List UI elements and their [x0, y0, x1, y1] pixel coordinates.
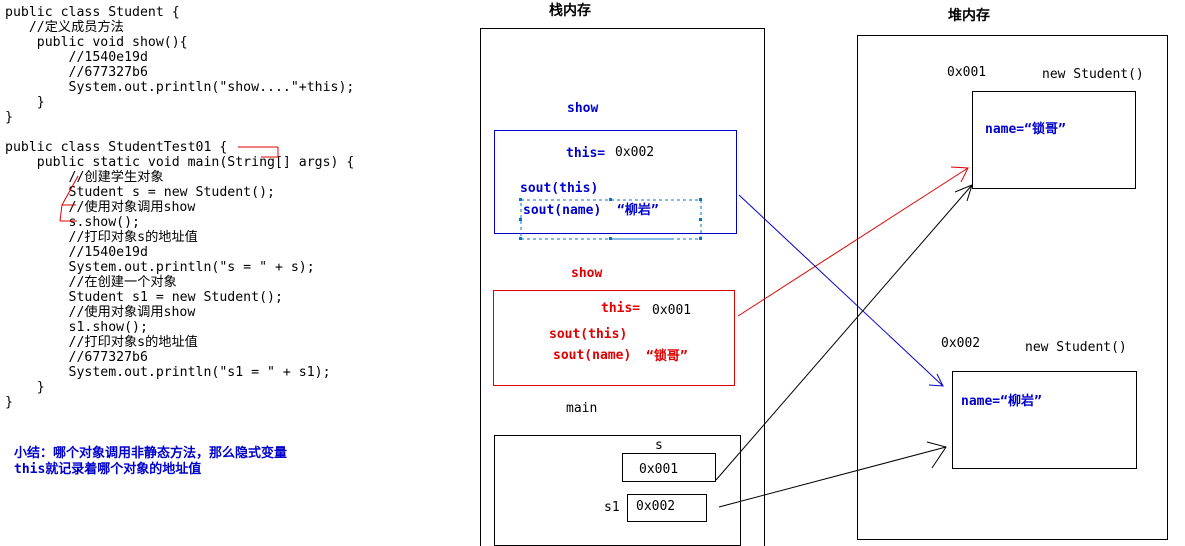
code-line: //1540e19d — [5, 50, 148, 65]
code-line: System.out.println("show...."+this); — [5, 80, 355, 95]
code-line: //使用对象调用show — [5, 200, 196, 215]
arrow-s1-to-obj2 — [718, 446, 947, 508]
var-s1-value: 0x002 — [636, 499, 676, 514]
heap-memory-box — [857, 35, 1168, 540]
show-frame-blue-label: show — [567, 101, 599, 116]
code-listing: public class Student { //定义成员方法 public v… — [5, 5, 354, 410]
code-line: Student s = new Student(); — [5, 185, 275, 200]
heap-title: 堆内存 — [948, 8, 990, 24]
heap-obj1-label: new Student() — [1042, 67, 1144, 82]
code-line: } — [5, 110, 13, 125]
code-line: //创建学生对象 — [5, 170, 164, 185]
code-line: System.out.println("s1 = " + s1); — [5, 365, 331, 380]
sout-name-blue: sout(name) — [523, 203, 602, 218]
heap-obj1-field: name=“锁哥” — [985, 122, 1066, 137]
summary-line-1: 小结：哪个对象调用非静态方法，那么隐式变量 — [14, 446, 288, 461]
heap-obj1-box — [972, 91, 1136, 189]
stack-title: 栈内存 — [549, 3, 591, 19]
code-line: //在创建一个对象 — [5, 275, 177, 290]
sout-this-blue: sout(this) — [520, 181, 599, 196]
main-frame-label: main — [566, 401, 598, 416]
show-frame-red-label: show — [571, 266, 603, 281]
code-line: //1540e19d — [5, 245, 148, 260]
var-s-box — [622, 453, 716, 482]
stack-memory-box — [480, 28, 765, 546]
code-line: Student s1 = new Student(); — [5, 290, 283, 305]
var-s1-box — [627, 494, 707, 522]
this-value-red: 0x001 — [652, 303, 692, 318]
heap-obj2-field: name=“柳岩” — [961, 394, 1042, 409]
code-line: //677327b6 — [5, 65, 148, 80]
sout-name-red: sout(name) — [553, 348, 632, 363]
var-s-label: s — [655, 438, 663, 453]
heap-obj2-label: new Student() — [1025, 340, 1127, 355]
name-value-blue: “柳岩” — [617, 203, 659, 218]
heap-obj2-address: 0x002 — [941, 336, 981, 351]
selection-dashed-box — [520, 199, 702, 240]
show-frame-red — [493, 290, 735, 386]
code-line: } — [5, 380, 45, 395]
this-label-red: this= — [601, 301, 641, 316]
code-line: s1.show(); — [5, 320, 148, 335]
code-line: public void show(){ — [5, 35, 188, 50]
code-annotation-brackets — [59, 146, 279, 222]
var-s1-label: s1 — [604, 500, 620, 515]
arrow-blue-this-to-obj2 — [738, 194, 944, 387]
name-value-red: “锁哥” — [646, 349, 688, 364]
arrow-s-to-obj1 — [715, 184, 973, 481]
code-line: } — [5, 395, 13, 410]
var-s-value: 0x001 — [639, 462, 679, 477]
code-line: //使用对象调用show — [5, 305, 196, 320]
code-line: public static void main(String[] args) { — [5, 155, 355, 170]
this-value-blue: 0x002 — [615, 145, 655, 160]
show-frame-blue — [494, 130, 737, 234]
code-line: } — [5, 95, 45, 110]
code-line: s.show(); — [5, 215, 140, 230]
code-line: //打印对象s的地址值 — [5, 230, 198, 245]
code-line: //677327b6 — [5, 350, 148, 365]
summary-line-2: this就记录着哪个对象的地址值 — [14, 462, 202, 477]
arrow-red-this-to-obj1 — [737, 167, 969, 317]
this-label-blue: this= — [566, 146, 606, 161]
code-line: System.out.println("s = " + s); — [5, 260, 315, 275]
heap-obj2-box — [952, 371, 1137, 469]
code-line: public class Student { — [5, 5, 180, 20]
sout-this-red: sout(this) — [549, 327, 628, 342]
code-line: public class StudentTest01 { — [5, 140, 228, 155]
heap-obj1-address: 0x001 — [947, 65, 987, 80]
code-line: //定义成员方法 — [5, 20, 124, 35]
code-line: //打印对象s的地址值 — [5, 335, 198, 350]
